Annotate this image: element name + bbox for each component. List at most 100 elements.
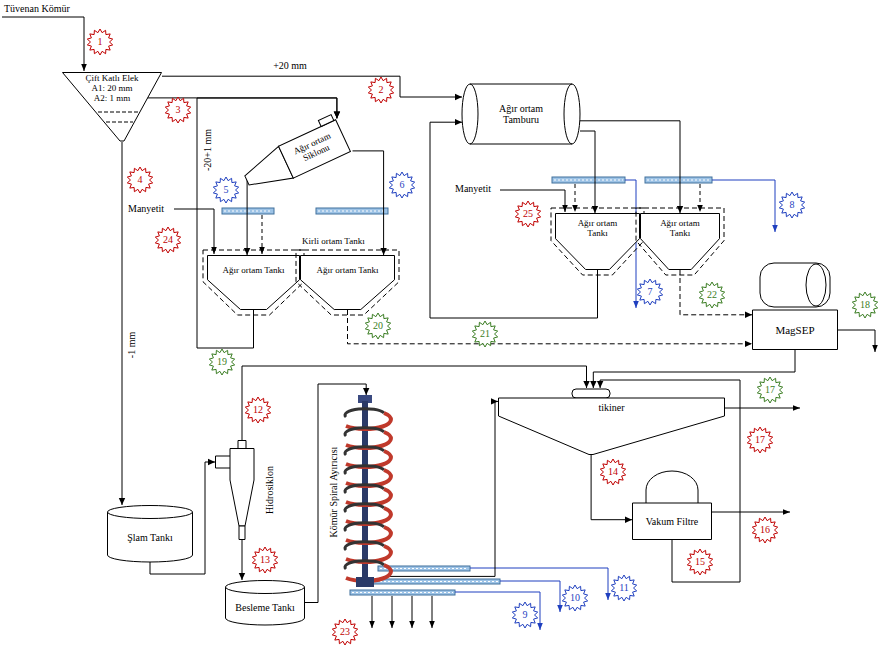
arrow-head xyxy=(334,111,340,118)
arrow-head xyxy=(491,398,498,404)
node-text: Çift Katlı Elek xyxy=(86,74,139,84)
text-area: Çift Katlı Elek xyxy=(66,74,158,84)
callout-star xyxy=(779,192,804,218)
size-label: +20 mm xyxy=(272,61,308,72)
flow-line xyxy=(580,121,680,213)
graphic-part xyxy=(296,250,399,315)
graphic-part xyxy=(318,115,333,127)
arrow-head xyxy=(244,248,250,255)
callout-star xyxy=(252,547,277,573)
callout-number: 24 xyxy=(163,235,173,246)
tank-box: Ağır ortam Tankı xyxy=(207,255,300,310)
flow-line xyxy=(247,180,248,255)
graphic-part xyxy=(636,208,724,275)
flow-connector xyxy=(244,180,250,255)
graphic-part xyxy=(551,208,644,275)
size-label: -1 mm xyxy=(127,331,138,359)
graphic-part xyxy=(380,568,468,569)
arrow-head xyxy=(625,517,632,523)
graphic-part xyxy=(208,256,300,310)
arrow-head xyxy=(208,459,215,465)
screen-box: Çift Katlı ElekA1: 20 mmA2: 1 mm xyxy=(62,72,162,142)
arrow-head xyxy=(597,381,603,388)
arrow-head xyxy=(239,573,245,580)
node-text: A2: 1 mm xyxy=(94,94,131,104)
callout-star xyxy=(687,549,712,575)
graphic-part xyxy=(350,590,455,595)
callout-star xyxy=(699,282,724,308)
product-lines xyxy=(455,180,775,630)
flow-line xyxy=(580,131,595,213)
graphic-part xyxy=(647,180,710,181)
graphic-part xyxy=(432,596,433,628)
tank-box: Besleme Tankı xyxy=(225,580,305,625)
arrow-head xyxy=(590,381,596,388)
separator-box: MagSEP xyxy=(752,262,838,350)
text-area: Ağır ortam Tankı xyxy=(314,259,381,283)
arrow-head xyxy=(745,341,752,347)
hydrocyclone-box: Hidrosiklon xyxy=(215,440,280,540)
arrow-head xyxy=(334,111,340,118)
graphic-part xyxy=(572,389,610,398)
flow-connector xyxy=(119,142,125,505)
graphic-part xyxy=(641,214,720,270)
node-text: Kömür Spiral Ayırıcısı xyxy=(328,447,339,538)
graphic-part xyxy=(98,112,139,113)
callout-number: 15 xyxy=(695,557,705,568)
text-area: tikiner xyxy=(498,399,725,415)
node-text: Ağır ortam Siklonu xyxy=(284,127,346,170)
text-area: Ağır ortam Tamburu xyxy=(491,94,551,134)
size-label: -20+1 mm xyxy=(203,129,214,171)
graphic-part xyxy=(455,592,540,630)
graphic-part xyxy=(838,330,875,352)
graphic-part xyxy=(633,503,712,540)
graphic-part xyxy=(806,264,826,306)
callout-star xyxy=(209,349,234,375)
graphic-part xyxy=(552,177,625,183)
callout-number: 6 xyxy=(400,180,405,191)
arrow-head xyxy=(592,206,598,213)
graphic-part xyxy=(356,577,374,587)
graphic-part xyxy=(345,504,384,512)
node-outline xyxy=(238,118,353,197)
graphic-part xyxy=(216,456,231,468)
graphic-part xyxy=(556,214,640,270)
callout-star xyxy=(757,377,782,403)
graphic-part xyxy=(345,542,384,550)
callout-star xyxy=(472,321,497,347)
callout-star xyxy=(562,585,587,611)
node-outline xyxy=(752,262,838,350)
graphic-part xyxy=(345,447,384,455)
text-area: Besleme Tankı xyxy=(225,594,305,620)
filter-box: Vakum Filtre xyxy=(632,470,712,540)
drum-box: Ağır ortam Tamburu xyxy=(462,80,580,148)
callout-number: 13 xyxy=(260,555,270,566)
callout-star xyxy=(852,292,877,318)
graphic-part xyxy=(462,84,580,144)
arrow-head xyxy=(380,248,386,255)
flow-connector xyxy=(348,310,753,347)
arrow-head xyxy=(363,388,369,395)
text-area: Kömür Spiral Ayırıcısı xyxy=(327,402,339,582)
callout-number: 8 xyxy=(790,200,795,211)
text-area: Vakum Filtre xyxy=(632,505,712,538)
graphic-part xyxy=(301,256,395,310)
flow-line xyxy=(591,455,632,520)
spiral-box: Kömür Spiral Ayırıcısı xyxy=(326,395,386,590)
flow-line xyxy=(386,401,498,576)
flow-connector xyxy=(580,121,683,213)
callout-number: 10 xyxy=(570,593,580,604)
graphic-part xyxy=(392,596,393,628)
graphic-part xyxy=(174,209,214,254)
graphic-part xyxy=(345,523,384,531)
graphic-part xyxy=(760,263,830,307)
flow-line xyxy=(680,270,752,315)
node-text: Ağır ortam Tamburu xyxy=(491,103,551,125)
graphic-part xyxy=(554,180,623,181)
feed-line xyxy=(2,17,84,71)
node-text: Vakum Filtre xyxy=(646,516,699,527)
arrow-head xyxy=(455,119,462,125)
thickener-box: tikiner xyxy=(498,388,725,455)
graphic-part xyxy=(108,506,193,519)
graphic-part xyxy=(224,211,272,212)
